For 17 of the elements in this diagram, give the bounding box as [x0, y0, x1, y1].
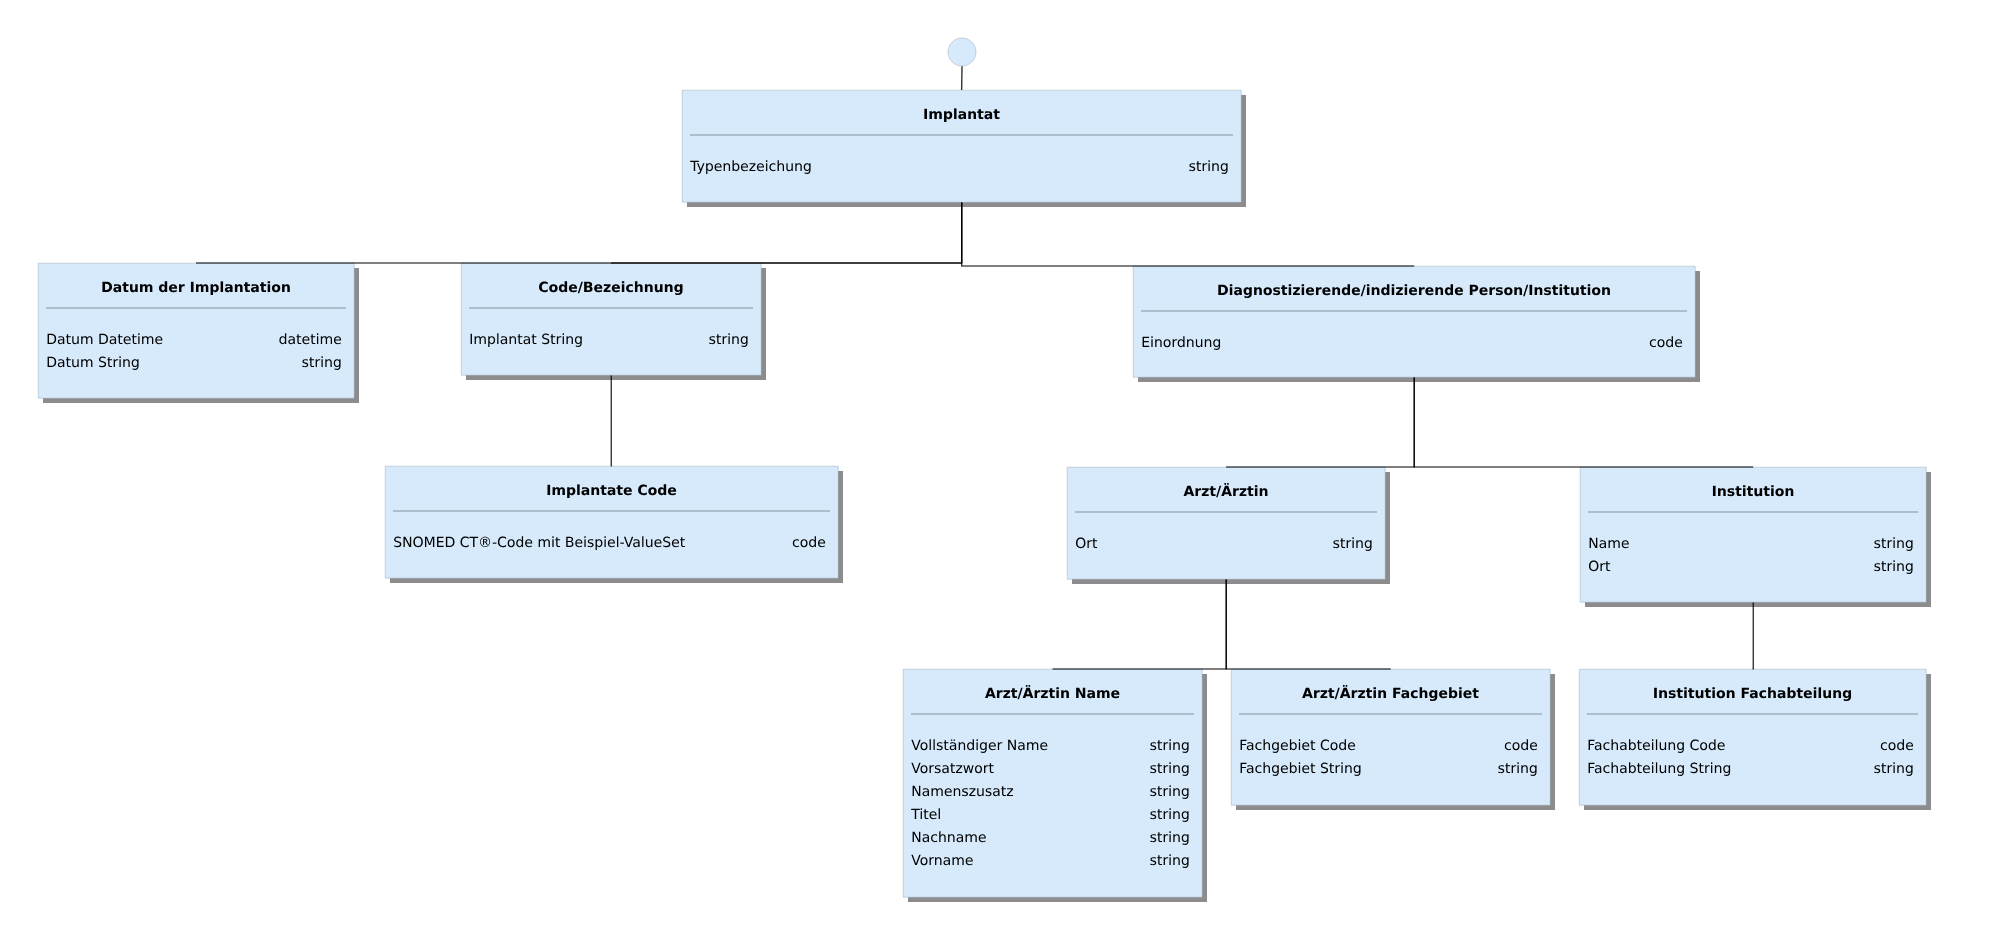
connector-line — [1413, 376, 1754, 468]
connector-line — [1225, 578, 1392, 670]
start-circle — [947, 37, 977, 67]
connector-line — [961, 201, 1415, 267]
class-box: Diagnostizierende/indizierende Person/Institution Einordnung code — [1133, 266, 1700, 382]
class-box: Institution Fachabteilung Fachabteilung Code code Fachabteilung String string — [1579, 669, 1931, 810]
class-box: Arzt/Ärztin Fachgebiet Fachgebiet Code code Fachgebiet String string — [1231, 669, 1555, 810]
connector-line — [1751, 601, 1754, 670]
class-box: Arzt/Ärztin Ort string — [1067, 467, 1390, 584]
class-box: Implantate Code SNOMED CT®-Code mit Beispiel-ValueSet code — [385, 466, 843, 583]
class-box: Code/Bezeichnung Implantat String string — [461, 263, 766, 380]
class-box: Datum der Implantation Datum Datetime datetime Datum String string — [38, 263, 359, 403]
connector-line — [961, 65, 963, 91]
connector-line — [610, 374, 613, 467]
class-box: Institution Name string Ort string — [1580, 467, 1931, 607]
class-box: Implantat Typenbezeichung string — [682, 90, 1246, 207]
class-box: Arzt/Ärztin Name Vollständiger Name string Vorsatzwort string Namenszusatz string Titel string Nachname string Vorname string — [903, 669, 1207, 902]
